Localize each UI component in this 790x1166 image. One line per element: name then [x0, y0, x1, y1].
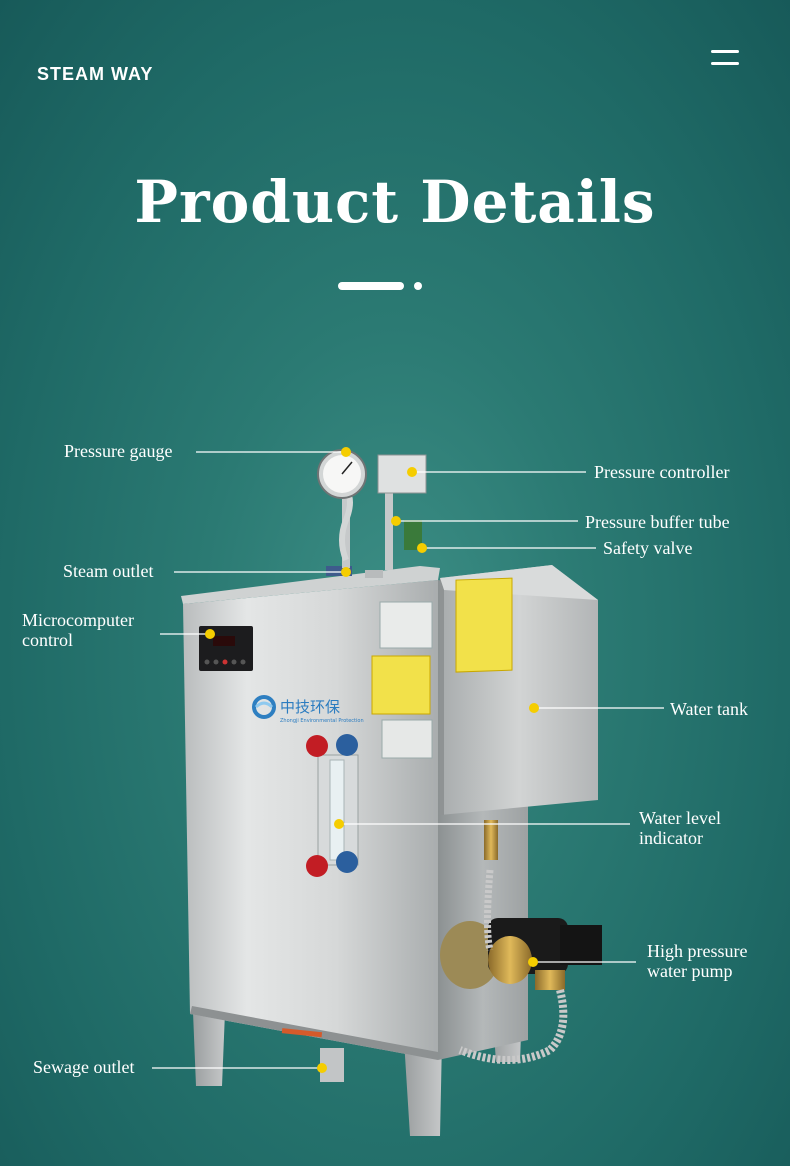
- machine-logo-text: 中技环保: [280, 698, 340, 716]
- label-high-pressure-water-pump-line2: water pump: [647, 961, 733, 981]
- label-water-tank: Water tank: [670, 699, 749, 719]
- label-water-level-indicator-line2: indicator: [639, 828, 703, 848]
- marker-pressure-controller: [407, 467, 417, 477]
- label-steam-outlet: Steam outlet: [63, 561, 154, 581]
- label-pressure-buffer-tube: Pressure buffer tube: [585, 512, 730, 532]
- marker-steam-outlet: [341, 567, 351, 577]
- label-sewage-outlet: Sewage outlet: [33, 1057, 135, 1077]
- label-safety-valve: Safety valve: [603, 538, 693, 558]
- marker-high-pressure-water-pump: [528, 957, 538, 967]
- label-water-level-indicator-line1: Water level: [639, 808, 722, 828]
- marker-water-tank: [529, 703, 539, 713]
- label-pressure-gauge: Pressure gauge: [64, 441, 173, 461]
- marker-pressure-gauge: [341, 447, 351, 457]
- hamburger-menu-icon[interactable]: [711, 50, 739, 68]
- marker-microcomputer-control: [205, 629, 215, 639]
- page-title: Product Details: [134, 168, 656, 236]
- label-high-pressure-water-pump-line1: High pressure: [647, 941, 748, 961]
- label-pressure-controller: Pressure controller: [594, 462, 730, 482]
- marker-sewage-outlet: [317, 1063, 327, 1073]
- marker-pressure-buffer-tube: [391, 516, 401, 526]
- brand-logo-text[interactable]: STEAM WAY: [37, 64, 154, 84]
- label-microcomputer-control-line2: control: [22, 630, 73, 650]
- machine-logo-subtext: Zhongji Environmental Protection: [280, 718, 364, 724]
- marker-safety-valve: [417, 543, 427, 553]
- marker-water-level-indicator: [334, 819, 344, 829]
- brand-logo-icon: [252, 695, 276, 719]
- label-microcomputer-control-line1: Microcomputer: [22, 610, 134, 630]
- title-divider: [338, 282, 428, 292]
